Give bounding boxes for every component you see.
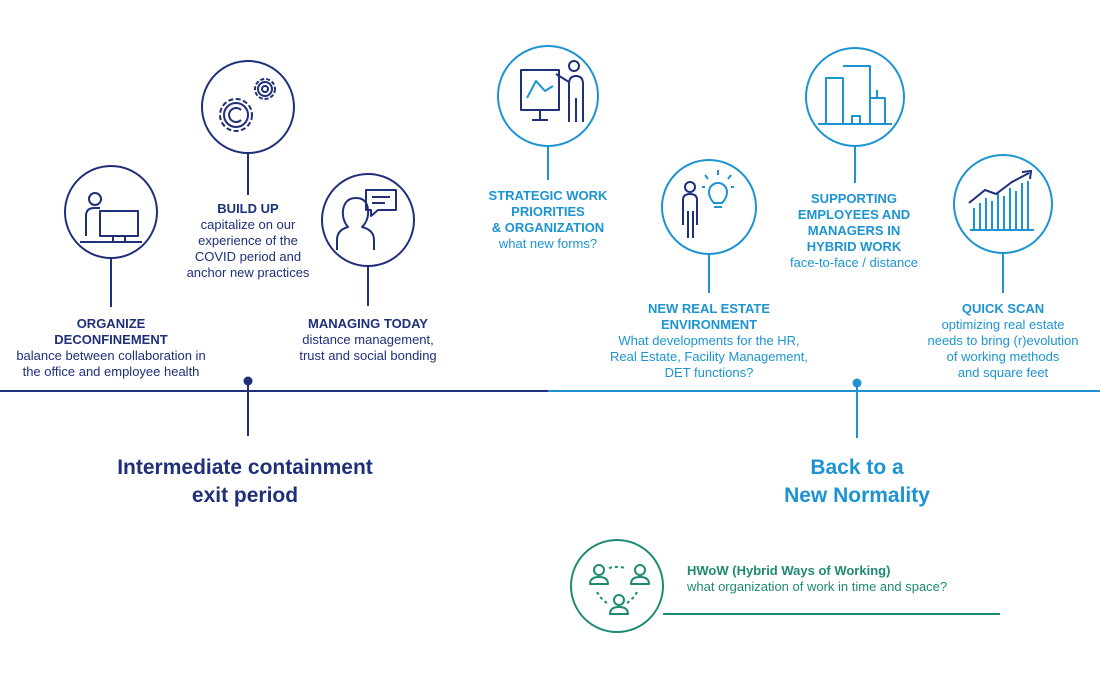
hwow-text: what organization of work in time and sp… (687, 579, 948, 594)
phase-normality-line-2: New Normality (784, 484, 930, 507)
person-speech-bubble-icon (336, 189, 397, 250)
build-up-circle (201, 60, 295, 154)
supporting-title-2: EMPLOYEES AND (797, 207, 911, 222)
managing-title: MANAGING TODAY (308, 316, 428, 331)
managing-block: MANAGING TODAY distance management, trus… (278, 316, 458, 364)
hwow-block: HWoW (Hybrid Ways of Working) what organ… (687, 563, 947, 595)
buildings-icon (818, 65, 892, 125)
hwow-circle (570, 539, 664, 633)
network-people-icon (589, 564, 650, 615)
managing-text-1: distance management, (302, 332, 434, 347)
build-up-text-1: capitalize on our (200, 217, 296, 232)
bar-chart-trend-icon (968, 169, 1034, 231)
phase-intermediate-line-2: exit period (191, 484, 299, 507)
quick-scan-text-3: of working methods (946, 349, 1060, 364)
strategic-title-3: & ORGANIZATION (491, 220, 605, 235)
real-estate-title-2: ENVIRONMENT (660, 317, 758, 332)
organize-title-2: DECONFINEMENT (54, 332, 168, 347)
gears-icon (219, 78, 276, 132)
build-up-block: BUILD UP capitalize on our experience of… (170, 201, 326, 281)
supporting-title-1: SUPPORTING (811, 191, 897, 206)
quick-scan-circle (953, 154, 1053, 254)
presentation-board-icon (520, 60, 584, 122)
organize-block: ORGANIZE DECONFINEMENT balance between c… (0, 316, 222, 380)
real-estate-text-1: What developments for the HR, (618, 333, 800, 348)
organize-title-1: ORGANIZE (76, 316, 146, 331)
real-estate-circle (661, 159, 757, 255)
managing-text-2: trust and social bonding (299, 348, 437, 363)
organize-circle (64, 165, 158, 259)
quick-scan-text-4: and square feet (957, 365, 1049, 380)
build-up-text-2: experience of the (198, 233, 298, 248)
strategic-text-1: what new forms? (498, 236, 598, 251)
supporting-title-3: MANAGERS IN (807, 223, 901, 238)
organize-text-2: the office and employee health (22, 364, 200, 379)
strategic-circle (497, 45, 599, 147)
supporting-block: SUPPORTING EMPLOYEES AND MANAGERS IN HYB… (770, 191, 938, 271)
quick-scan-text-2: needs to bring (r)evolution (927, 333, 1079, 348)
phase-marker-intermediate (243, 376, 253, 436)
supporting-text-1: face-to-face / distance (790, 255, 918, 270)
phase-marker-normality (852, 378, 862, 438)
organize-text-1: balance between collaboration in (16, 348, 206, 363)
supporting-title-4: HYBRID WORK (806, 239, 902, 254)
supporting-circle (805, 47, 905, 147)
phase-intermediate: Intermediate containment exit period (60, 454, 430, 510)
strategic-title-2: PRIORITIES (511, 204, 585, 219)
quick-scan-text-1: optimizing real estate (941, 317, 1065, 332)
strategic-block: STRATEGIC WORK PRIORITIES & ORGANIZATION… (468, 188, 628, 252)
real-estate-block: NEW REAL ESTATE ENVIRONMENT What develop… (594, 301, 824, 381)
build-up-title: BUILD UP (217, 201, 279, 216)
real-estate-title-1: NEW REAL ESTATE (647, 301, 771, 316)
phase-normality-line-1: Back to a (810, 456, 904, 479)
person-at-computer-icon (80, 192, 142, 243)
hwow-title: HWoW (Hybrid Ways of Working) (687, 563, 891, 578)
managing-circle (321, 173, 415, 267)
quick-scan-title: QUICK SCAN (961, 301, 1045, 316)
real-estate-text-3: DET functions? (664, 365, 754, 380)
build-up-text-3: COVID period and (194, 249, 302, 264)
hwow-group (570, 539, 1000, 633)
real-estate-text-2: Real Estate, Facility Management, (610, 349, 808, 364)
quick-scan-block: QUICK SCAN optimizing real estate needs … (906, 301, 1100, 381)
phase-normality: Back to a New Normality (727, 454, 987, 510)
strategic-title-1: STRATEGIC WORK (488, 188, 608, 203)
person-lightbulb-icon (682, 170, 734, 238)
phase-intermediate-line-1: Intermediate containment (117, 456, 373, 479)
build-up-text-4: anchor new practices (186, 265, 310, 280)
